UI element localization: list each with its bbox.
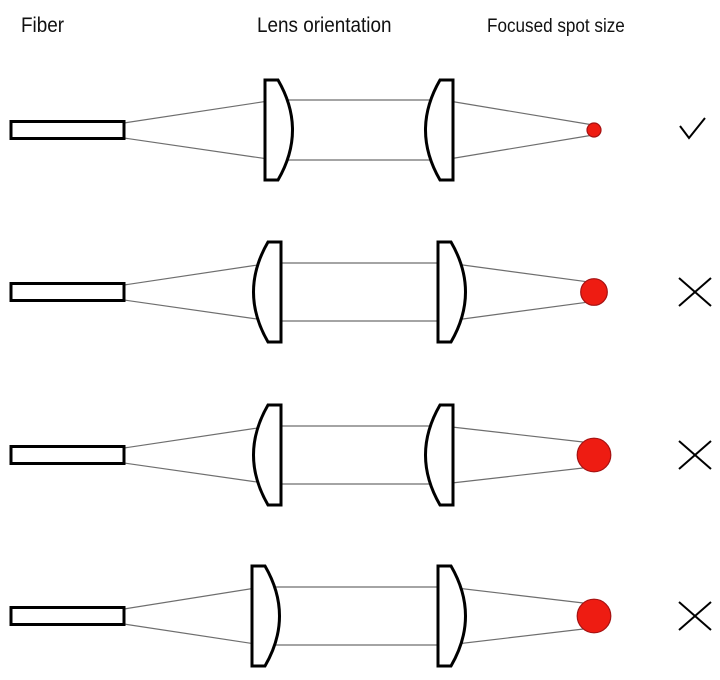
first-lens: [250, 564, 281, 668]
diagram-row: [9, 78, 706, 182]
light-ray: [447, 300, 595, 322]
first-lens: [252, 240, 283, 344]
cross-stroke: [678, 277, 712, 307]
cross-stroke: [678, 440, 712, 470]
check-icon: [679, 117, 706, 140]
light-ray: [123, 623, 263, 646]
second-lens: [436, 564, 467, 668]
cross-icon: [678, 601, 712, 631]
diagram-row: [9, 564, 712, 668]
light-ray: [447, 627, 595, 646]
fiber: [9, 606, 126, 626]
light-ray: [123, 462, 272, 485]
light-ray: [442, 99, 595, 126]
second-lens: [424, 78, 455, 182]
fiber-column-header: Fiber: [21, 14, 65, 37]
fiber: [9, 445, 126, 465]
second-lens: [424, 403, 455, 507]
lens-orientation-column-header: Lens orientation: [257, 14, 392, 37]
cross-icon: [678, 440, 712, 470]
spot-size-column-header: Focused spot size: [487, 16, 625, 37]
diagram-row: [9, 240, 712, 344]
first-lens: [263, 78, 294, 182]
cross-icon: [678, 277, 712, 307]
light-ray: [447, 586, 595, 605]
light-ray: [123, 586, 263, 610]
light-ray: [442, 425, 595, 444]
focused-spot: [576, 437, 612, 473]
diagram-row: [9, 403, 712, 507]
focused-spot: [576, 598, 612, 634]
light-ray: [442, 134, 595, 161]
light-ray: [442, 466, 595, 485]
cross-stroke: [678, 601, 712, 631]
fiber: [9, 282, 126, 302]
focused-spot: [586, 122, 602, 138]
fiber: [9, 120, 126, 140]
focused-spot: [580, 278, 608, 306]
light-ray: [123, 137, 276, 161]
second-lens: [436, 240, 467, 344]
light-ray: [123, 425, 272, 449]
first-lens: [252, 403, 283, 507]
light-ray: [447, 262, 595, 284]
light-ray: [123, 299, 272, 322]
light-ray: [123, 262, 272, 286]
light-ray: [123, 99, 276, 124]
